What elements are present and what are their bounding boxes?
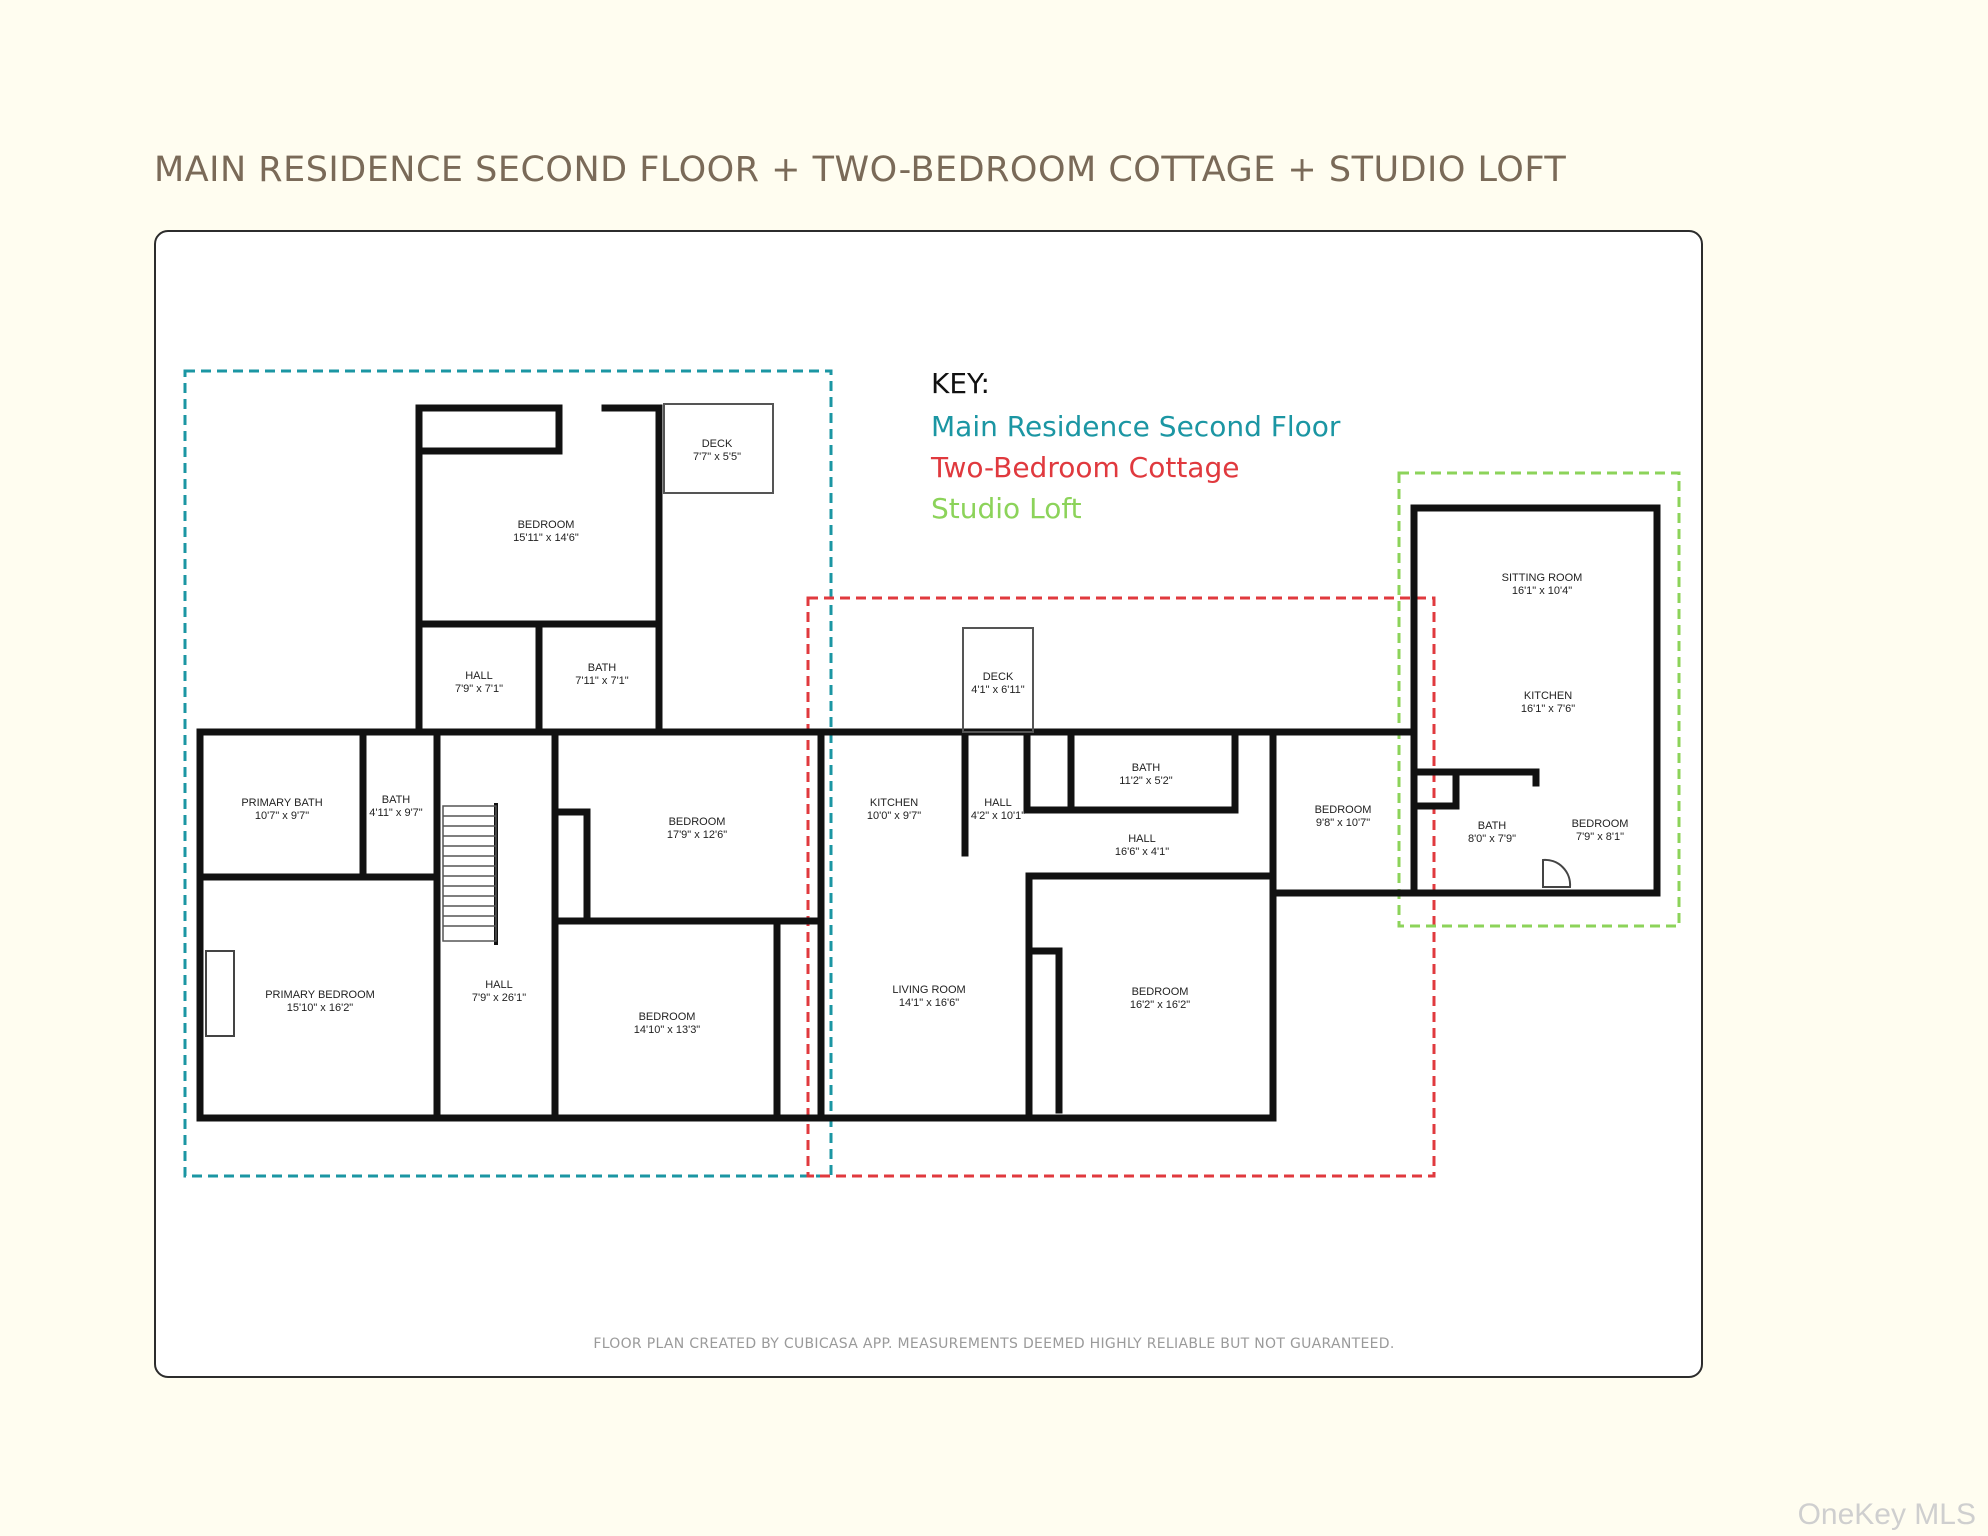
walls [196,404,1661,1122]
zone-studio-loft [1397,471,1681,928]
zone-cottage [806,596,1436,1178]
deck-cottage [962,627,1034,733]
spiral-staircase [1542,858,1572,888]
key-heading: KEY: [931,367,990,400]
key-item-studio-loft: Studio Loft [931,492,1082,525]
staircase [442,805,497,942]
zone-main-residence [183,369,833,1178]
key-item-main-residence: Main Residence Second Floor [931,410,1341,443]
footnote: FLOOR PLAN CREATED BY CUBICASA APP. MEAS… [593,1336,1395,1352]
page-title: MAIN RESIDENCE SECOND FLOOR + TWO-BEDROO… [154,150,1567,190]
deck-upper [663,403,774,494]
watermark: OneKey MLS [1797,1498,1976,1531]
fireplace [205,950,235,1037]
key-item-cottage: Two-Bedroom Cottage [931,451,1240,484]
